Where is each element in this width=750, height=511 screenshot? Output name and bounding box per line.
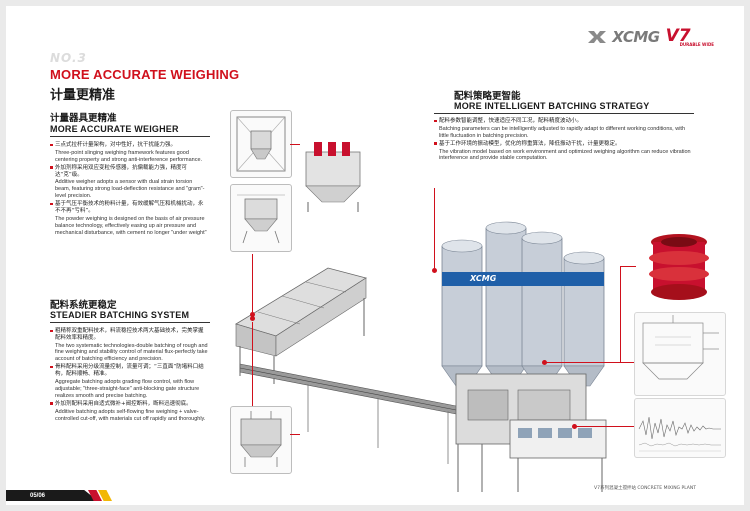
list-item: 骨料配料采用分级流量控制，流量可调；“三直面”防堵料口结构，配料顺畅、精准。Ag…	[50, 364, 208, 399]
batching-title-cn: 配料系统更稳定	[50, 300, 117, 311]
air-pressure-diagram	[634, 312, 726, 396]
callout-line	[434, 188, 435, 268]
footer-stripe-yellow	[98, 490, 112, 501]
batching-rule	[50, 322, 210, 323]
callout-dot	[250, 316, 255, 321]
batching-bullets: 粗精称双重配料技术，料流稳控技术两大基础技术，完美掌握配料效率和精度。The t…	[50, 328, 208, 424]
list-item: 基于气压平衡技术的粉料计量，有效缓解气压和机械扰动，永不不再“亏料”。The p…	[50, 201, 208, 236]
xcmg-emblem-icon	[588, 30, 607, 43]
weigher-bullets: 三点式拉杆计量架构，对中性好，抗干扰能力强。Three-point slingi…	[50, 142, 208, 238]
series-name: V7	[665, 26, 691, 46]
list-item: 外加剂称采用双应变粒传感器，抗偏载能力强，精度可达“克”级。Additive w…	[50, 165, 208, 200]
callout-line	[620, 266, 636, 267]
list-item: 基于工作环境的振动模型，优化的称重算法，降低振动干扰，计量更稳定。The vib…	[434, 141, 692, 162]
waveform-icon	[638, 416, 721, 452]
batching-plant-illustration: XCMG	[218, 206, 638, 496]
footer-bar	[6, 490, 98, 501]
list-item: 配料参数智能调整，快速适应不同工况，配料精度波动小。Batching param…	[434, 118, 692, 139]
weighing-hopper-icon	[236, 116, 286, 172]
callout-dot	[250, 312, 255, 317]
callout-dot	[572, 424, 577, 429]
silo-brand-label: XCMG	[470, 274, 497, 283]
page-title: MORE ACCURATE WEIGHING	[50, 67, 240, 82]
additive-weigher-icon	[237, 194, 285, 244]
page-title-cn: 计量更精准	[50, 88, 116, 103]
additive-weigher-image	[230, 184, 292, 252]
callout-dot	[432, 268, 437, 273]
list-item: 三点式拉杆计量架构，对中性好，抗干扰能力强。Three-point slingi…	[50, 142, 208, 163]
red-coupling-image	[636, 228, 722, 308]
section-number: NO.3	[50, 51, 87, 65]
red-bellows-icon	[649, 234, 709, 300]
callout-line	[252, 254, 253, 312]
footer-caption: V7系列混凝土搅拌站 CONCRETE MIXING PLANT	[594, 486, 696, 491]
weighing-unit-illustration	[298, 134, 368, 214]
brand-name: XCMG	[612, 27, 660, 46]
weigher-title-en: MORE ACCURATE WEIGHER	[50, 124, 179, 134]
callout-line	[620, 266, 621, 362]
pressure-balance-icon	[642, 315, 719, 380]
strategy-rule	[434, 113, 694, 114]
callout-line	[290, 144, 300, 145]
list-item: 粗精称双重配料技术，料流稳控技术两大基础技术，完美掌握配料效率和精度。The t…	[50, 328, 208, 363]
list-item: 外加剂配料采用自适式微补+阀控断料，断料迅速彻底。Additive batchi…	[50, 401, 208, 422]
valve-cutoff-image	[230, 406, 292, 474]
batching-title-en: STEADIER BATCHING SYSTEM	[50, 310, 190, 320]
vibration-waveform-chart	[634, 398, 726, 458]
weigher-title-cn: 计量器具更精准	[50, 113, 117, 124]
weighing-hopper-image	[230, 110, 292, 178]
weigher-rule	[50, 136, 210, 137]
page-number: 05/06	[30, 493, 46, 499]
callout-dot	[542, 360, 547, 365]
strategy-title-en: MORE INTELLIGENT BATCHING STRATEGY	[454, 101, 650, 111]
valve-cutoff-icon	[240, 411, 282, 467]
callout-line	[252, 322, 253, 406]
series-subtitle: DURABLE WIDE	[679, 42, 714, 47]
strategy-title-cn: 配料策略更智能	[454, 91, 521, 102]
callout-line	[290, 434, 300, 435]
silo-group	[441, 221, 605, 387]
strategy-bullets: 配料参数智能调整，快速适应不同工况，配料精度波动小。Batching param…	[434, 118, 692, 164]
footer-stripe-red	[88, 490, 102, 501]
callout-line	[546, 362, 634, 363]
callout-line	[576, 426, 634, 427]
